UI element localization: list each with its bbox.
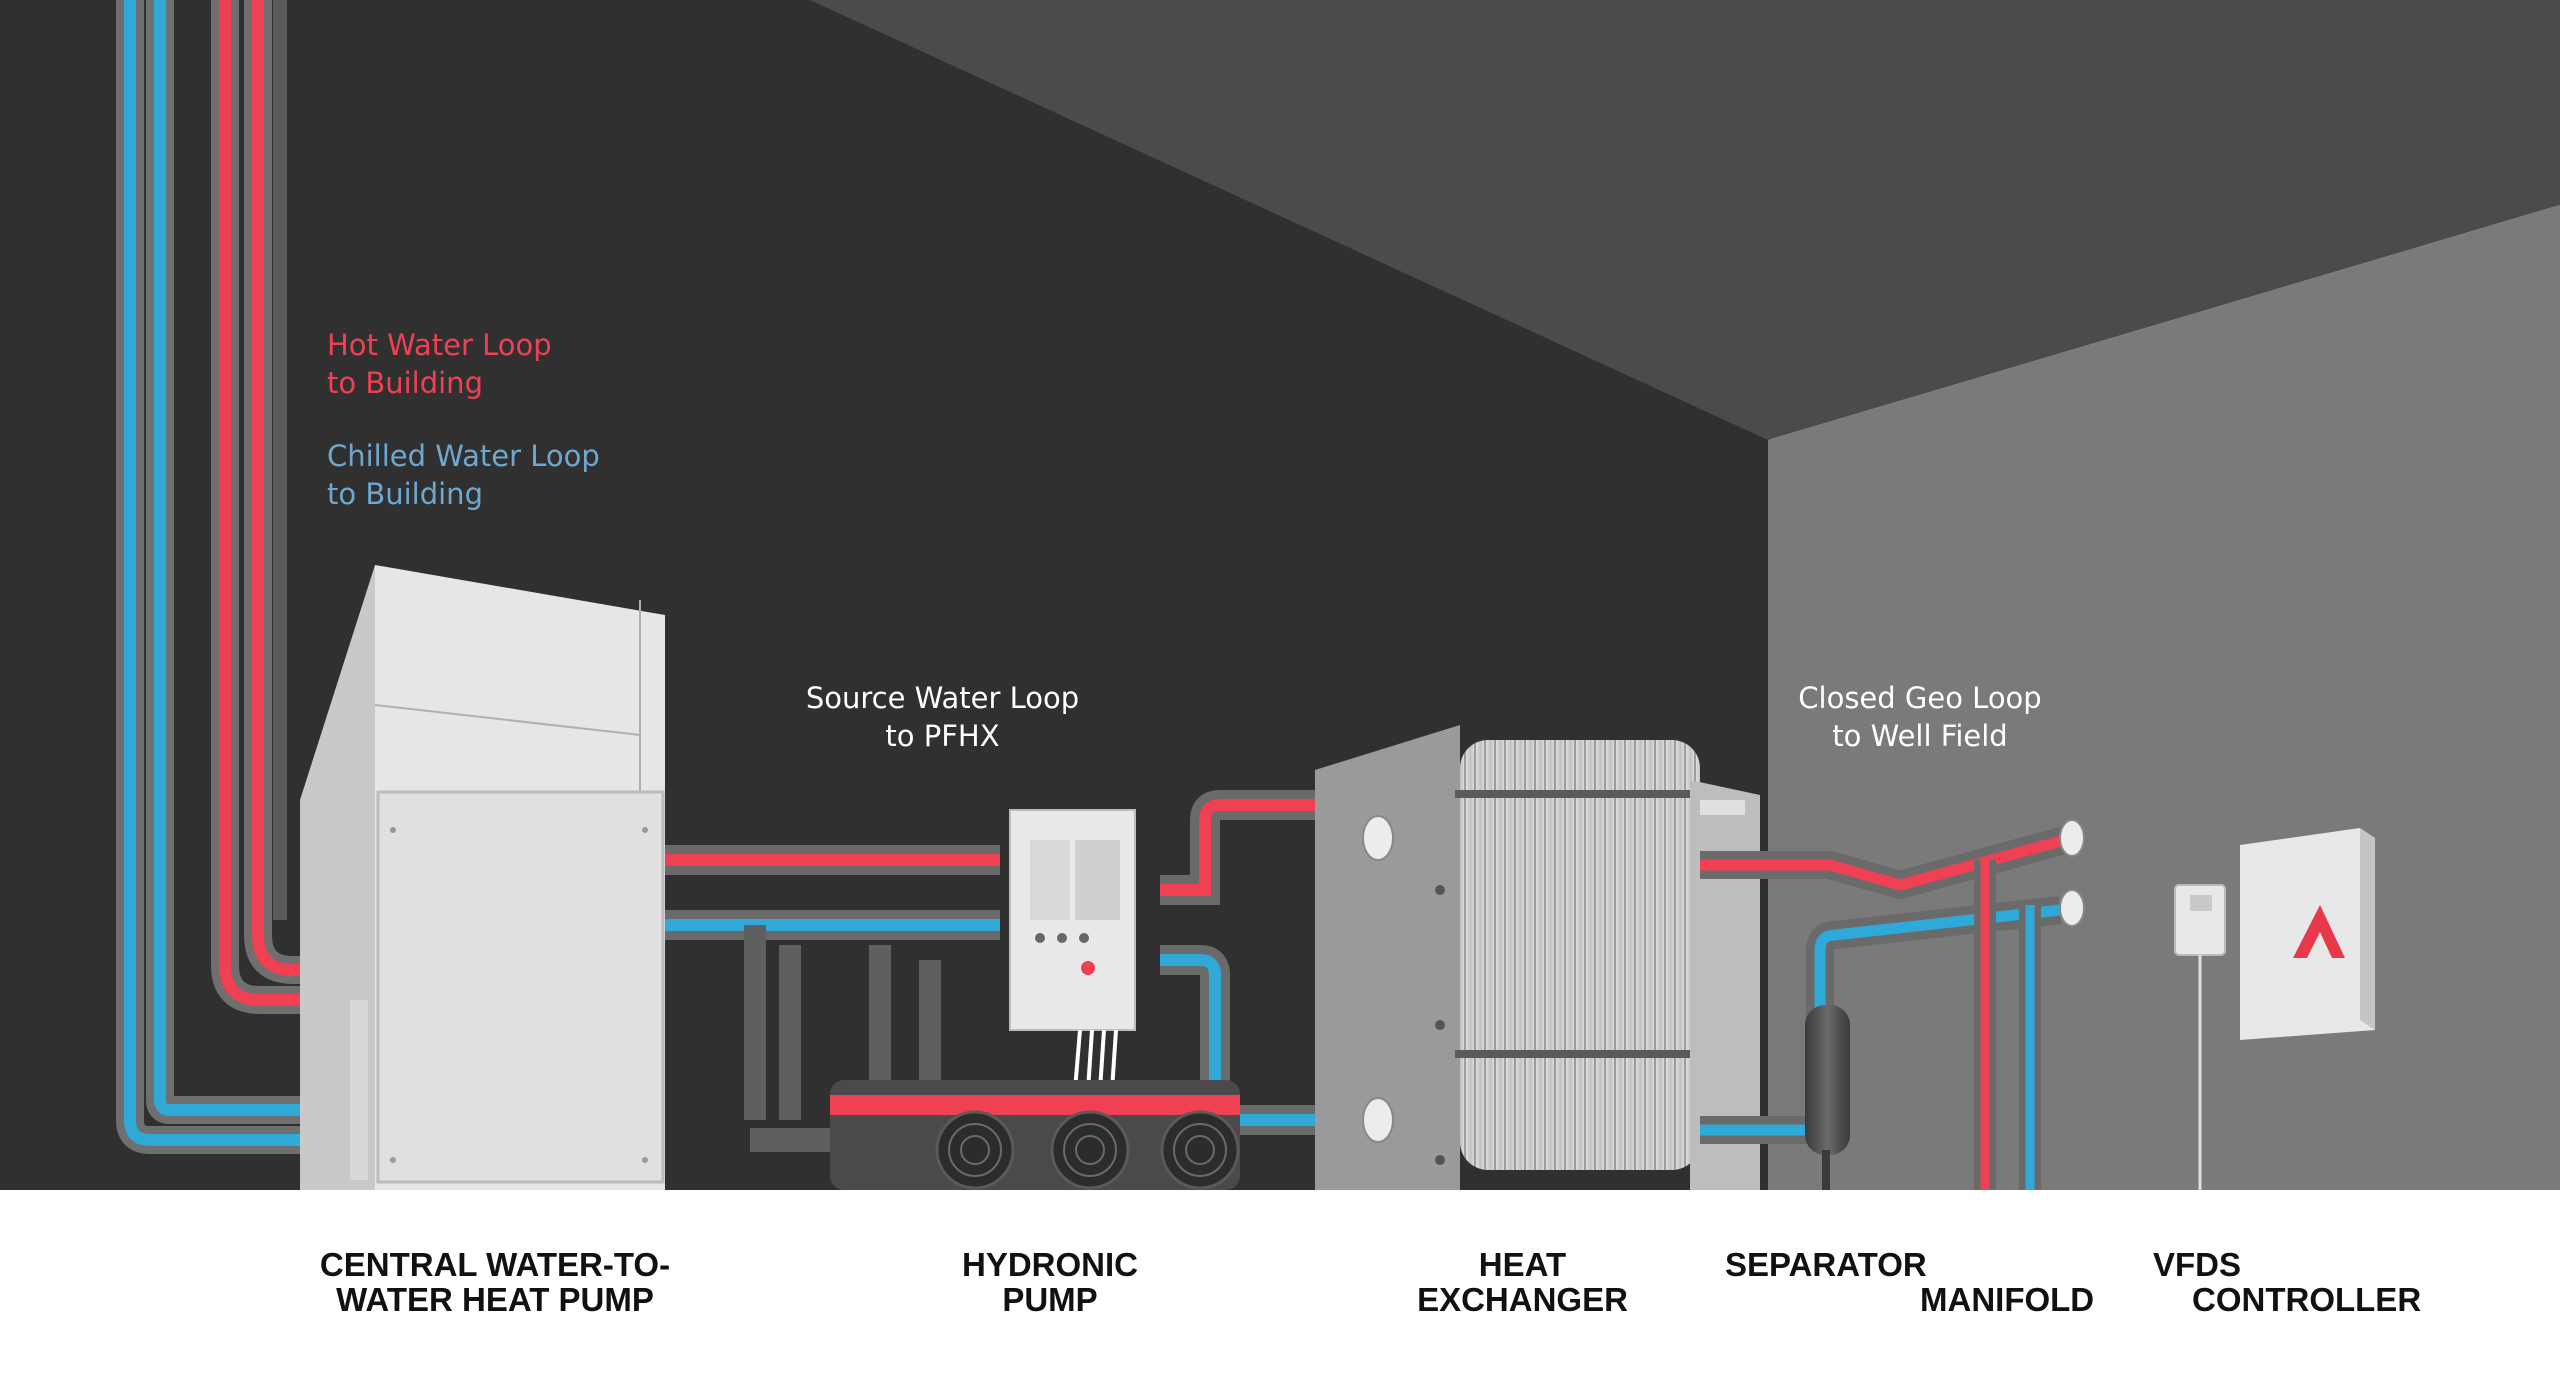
geo-loop-label: Closed Geo Loop to Well Field [1780,679,2060,755]
heat-pump-caption: CENTRAL WATER-TO- WATER HEAT PUMP [300,1247,690,1317]
source-loop-line-1: Source Water Loop [805,681,1080,715]
chilled-water-loop-label: Chilled Water Loop to Building [327,437,600,513]
heat-pump-caption-line-2: WATER HEAT PUMP [336,1281,654,1318]
hydronic-pumps [830,1080,1240,1190]
pump-caption-line-1: HYDRONIC [961,1246,1138,1283]
floor-strip [0,1190,2560,1399]
plate-heat-exchanger [1315,725,1760,1190]
hot-water-loop-label: Hot Water Loop to Building [327,326,552,402]
source-loop-line-2: to PFHX [885,719,1000,753]
geo-loop-piping [1700,819,2085,1190]
vfd-unit [2174,884,2226,1190]
vfds-caption: VFDS [2153,1246,2242,1283]
geo-loop-line-2: to Well Field [1832,719,2008,753]
source-loop-pipes [660,790,1370,1152]
source-water-loop-label: Source Water Loop to PFHX [775,679,1110,755]
geo-loop-line-1: Closed Geo Loop [1798,681,2042,715]
exchanger-caption-line-2: EXCHANGER [1417,1281,1628,1318]
pump-control-panel [1009,809,1136,1091]
heat-exchanger-caption: HEAT EXCHANGER [1400,1247,1645,1317]
hot-loop-line-2: to Building [327,366,483,400]
heat-pump-unit [300,565,665,1190]
heat-pump-caption-line-1: CENTRAL WATER-TO- [319,1246,671,1283]
separator-caption: SEPARATOR [1725,1246,1927,1283]
separator-tank [1805,1005,1850,1155]
exchanger-caption-line-1: HEAT [1478,1246,1567,1283]
building-riser-pipes [116,0,370,1154]
manifold-caption: MANIFOLD [1920,1281,2095,1318]
hydronic-pump-caption: HYDRONIC PUMP [925,1247,1175,1317]
controller-caption: CONTROLLER [2192,1281,2422,1318]
pump-caption-line-2: PUMP [1002,1281,1098,1318]
chilled-loop-line-1: Chilled Water Loop [327,439,600,473]
chilled-loop-line-2: to Building [327,477,483,511]
triangle-logo-icon [2293,905,2345,958]
controller-cabinet [2240,828,2375,1040]
hot-loop-line-1: Hot Water Loop [327,328,552,362]
ceiling [810,0,2560,440]
